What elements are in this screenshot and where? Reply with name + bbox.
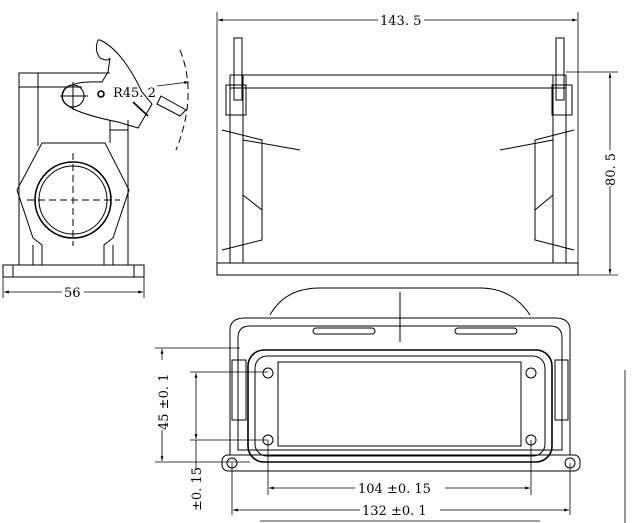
front-view: 143. 5 80. 5 [216,12,619,276]
height-dimension-label: 80. 5 [604,153,619,186]
width-dimension-label: 56 [64,286,81,301]
outer-width-dimension-label: 132 ±0. 1 [362,504,427,519]
bottom-view: 45 ±0. 1 ±0. 15 104 ±0. 15 132 ±0. 1 [154,287,626,523]
outer-height-dimension-label: 45 ±0. 1 [157,374,172,430]
inner-width-dimension-label: 104 ±0. 15 [358,482,431,497]
side-view: R45. 2 56 [2,39,190,301]
radius-dimension-label: R45. 2 [113,86,156,101]
inner-height-tolerance-label: ±0. 15 [190,467,205,511]
length-dimension-label: 143. 5 [380,14,421,29]
